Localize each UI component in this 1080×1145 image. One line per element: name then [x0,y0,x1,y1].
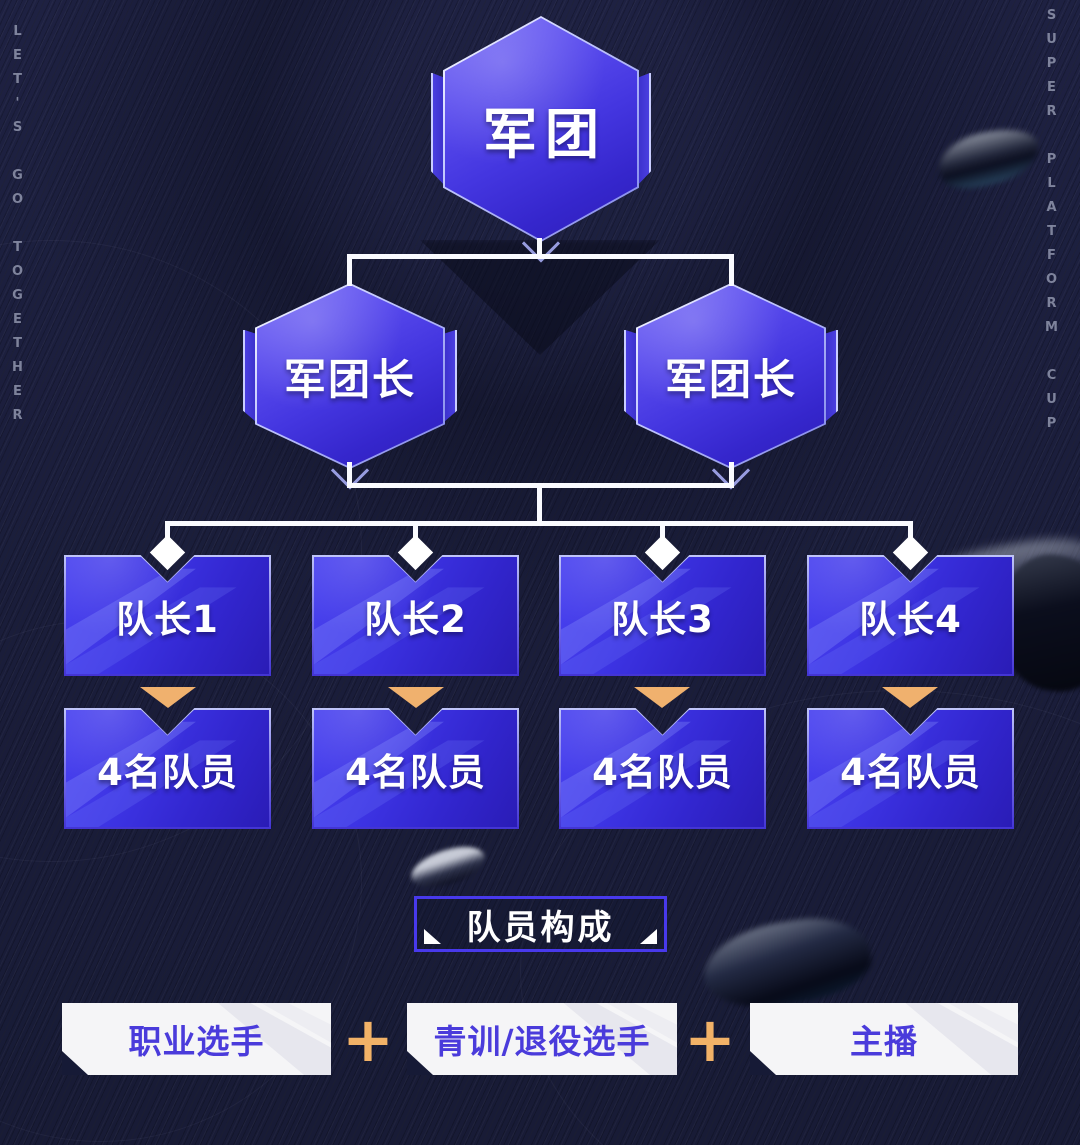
composition-title-box: 队员构成 [414,896,667,952]
composition-item-streamer: 主播 [750,1003,1018,1075]
captain-label: 队长4 [859,597,962,641]
plus-icon: + [684,1002,736,1076]
composition-item-pro-players: 职业选手 [62,1003,331,1075]
captain-card-2: 队长2 [312,555,519,676]
connector-commander1-stub [347,462,352,488]
composition-title: 队员构成 [466,907,615,948]
triangle-down-icon [388,687,444,708]
legion-label: 军团 [483,102,607,166]
left-vertical-caption: LET'S GO TOGETHER [10,24,25,432]
meteor-decoration [933,120,1045,196]
meteor-decoration [406,839,490,895]
member-label: 4名队员 [97,750,238,794]
hexagon-face [638,285,824,467]
member-card-3: 4名队员 [559,708,766,829]
captain-label: 队长2 [364,597,467,641]
triangle-down-icon [140,687,196,708]
commander-label: 军团长 [664,354,797,404]
composition-item-youth-retired: 青训/退役选手 [407,1003,677,1075]
commander-hexagon-2: 军团长 [624,283,838,490]
triangle-down-icon [634,687,690,708]
member-label: 4名队员 [345,750,486,794]
connector-root-stub [537,238,542,256]
right-vertical-caption: SUPER PLATFORM CUP [1044,8,1059,440]
connector-commander1-drop [347,254,352,286]
member-label: 4名队员 [592,750,733,794]
member-label: 4名队员 [840,750,981,794]
connector-level3-horizontal [165,521,913,526]
captain-card-3: 队长3 [559,555,766,676]
captain-card-4: 队长4 [807,555,1014,676]
captain-label: 队长1 [116,597,219,641]
commander-hexagon-1: 军团长 [243,283,457,490]
connector-center-drop [537,483,542,526]
composition-item-label: 职业选手 [128,1022,265,1061]
hexagon-face [257,285,443,467]
member-card-1: 4名队员 [64,708,271,829]
captain-label: 队长3 [611,597,714,641]
member-card-4: 4名队员 [807,708,1014,829]
legion-hexagon: 军团 [431,16,651,263]
commander-label: 军团长 [283,354,416,404]
connector-commander2-stub [729,462,734,488]
plus-icon: + [342,1002,394,1076]
hexagon-face [445,18,637,240]
connector-commander2-drop [729,254,734,286]
captain-card-1: 队长1 [64,555,271,676]
composition-item-label: 青训/退役选手 [433,1022,651,1061]
member-card-2: 4名队员 [312,708,519,829]
composition-item-label: 主播 [850,1022,918,1061]
connector-level1-horizontal [347,254,734,259]
triangle-down-icon [882,687,938,708]
